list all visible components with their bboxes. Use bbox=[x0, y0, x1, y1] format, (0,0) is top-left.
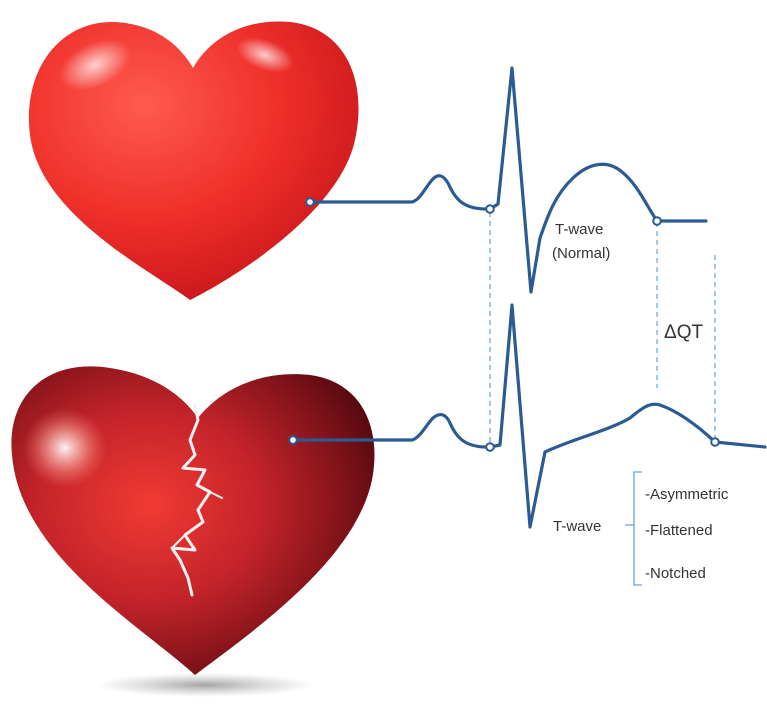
normal-heart-connector bbox=[306, 198, 314, 206]
normal-twave-label: T-wave bbox=[555, 221, 603, 238]
normal-ecg-trace bbox=[306, 68, 706, 292]
broken-heart-icon bbox=[11, 366, 374, 675]
normal-qrs-marker bbox=[486, 205, 494, 213]
normal-twave-sublabel: (Normal) bbox=[552, 245, 610, 262]
feature-bracket bbox=[625, 472, 642, 585]
healthy-heart-icon bbox=[29, 21, 359, 300]
heart-shadow bbox=[95, 673, 315, 697]
normal-t-end-marker bbox=[653, 217, 661, 225]
delta-qt-label: ΔQT bbox=[664, 322, 703, 343]
abnormal-heart-connector bbox=[289, 436, 297, 444]
abnormal-qrs-marker bbox=[486, 443, 494, 451]
feature-asymmetric: -Asymmetric bbox=[645, 486, 729, 503]
feature-notched: -Notched bbox=[645, 565, 706, 582]
abnormal-t-end-marker bbox=[711, 438, 719, 446]
abnormal-twave-label: T-wave bbox=[553, 518, 601, 535]
feature-flattened: -Flattened bbox=[645, 522, 713, 539]
